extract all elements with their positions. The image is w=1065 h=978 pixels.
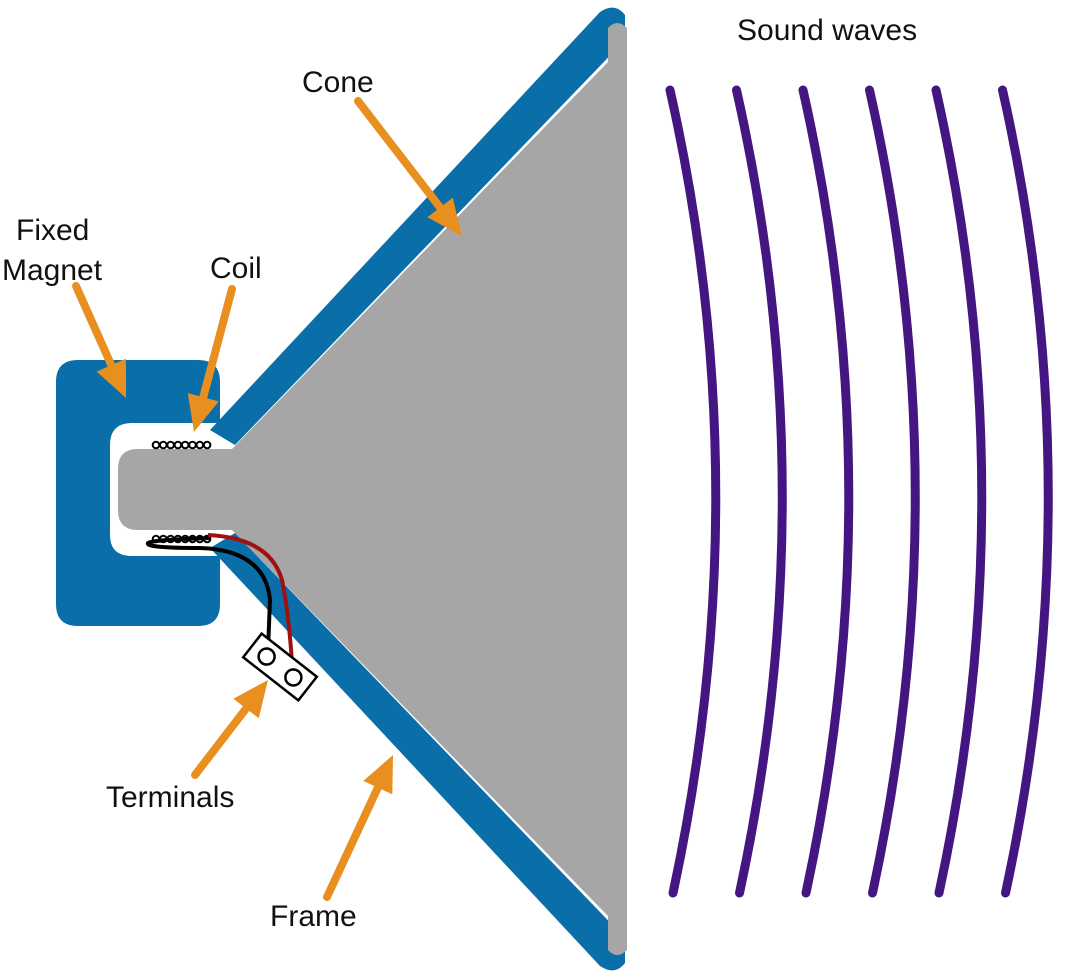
- coil-winding: [195, 440, 205, 450]
- arrow-magnet: [72, 282, 126, 398]
- arrow-cone-head: [427, 197, 462, 236]
- wire-black: [145, 536, 273, 651]
- frame-upper-arm: [210, 7, 625, 446]
- terminal-1: [257, 647, 276, 666]
- arrow-frame: [323, 755, 393, 901]
- frame: [56, 7, 625, 971]
- terminal-block: [241, 631, 319, 703]
- arrow-coil-shaft: [199, 285, 236, 402]
- coil-winding: [151, 440, 161, 450]
- frame-lower-arm: [210, 533, 625, 971]
- label-fixed-magnet-line1: Fixed: [16, 214, 89, 247]
- sound-wave: [931, 85, 987, 898]
- coil-top: [151, 440, 212, 450]
- arrow-coil-head: [187, 393, 219, 432]
- sound-wave: [998, 85, 1053, 898]
- label-terminals: Terminals: [106, 781, 234, 814]
- coil-winding: [202, 440, 212, 450]
- cone: [118, 23, 627, 955]
- arrow-frame-head: [363, 755, 393, 795]
- arrow-magnet-shaft: [72, 282, 116, 370]
- fixed-magnet: [56, 360, 220, 626]
- coil-winding: [188, 440, 197, 450]
- coil-winding: [180, 440, 190, 450]
- arrow-terminals-shaft: [191, 704, 251, 779]
- sound-waves: [665, 85, 1053, 898]
- label-fixed-magnet-line2: Magnet: [2, 254, 103, 287]
- arrow-cone: [354, 97, 462, 236]
- label-coil: Coil: [210, 252, 262, 285]
- arrows: [72, 97, 462, 901]
- coil-winding: [173, 440, 183, 450]
- arrow-frame-shaft: [323, 783, 382, 901]
- arrow-magnet-head: [96, 358, 126, 398]
- coil-winding: [159, 440, 168, 450]
- terminal-2: [284, 668, 303, 687]
- wire-red: [207, 533, 295, 681]
- arrow-cone-shaft: [354, 97, 445, 212]
- sound-wave: [732, 85, 787, 898]
- sound-wave: [798, 85, 854, 898]
- sound-wave: [665, 85, 721, 898]
- label-frame: Frame: [270, 900, 357, 933]
- arrow-terminals: [191, 680, 268, 779]
- arrow-coil: [187, 285, 236, 432]
- sound-wave: [865, 85, 920, 898]
- label-cone: Cone: [302, 66, 374, 99]
- arrow-terminals-head: [233, 680, 268, 719]
- coil-winding: [166, 440, 175, 450]
- label-sound-waves: Sound waves: [737, 14, 917, 47]
